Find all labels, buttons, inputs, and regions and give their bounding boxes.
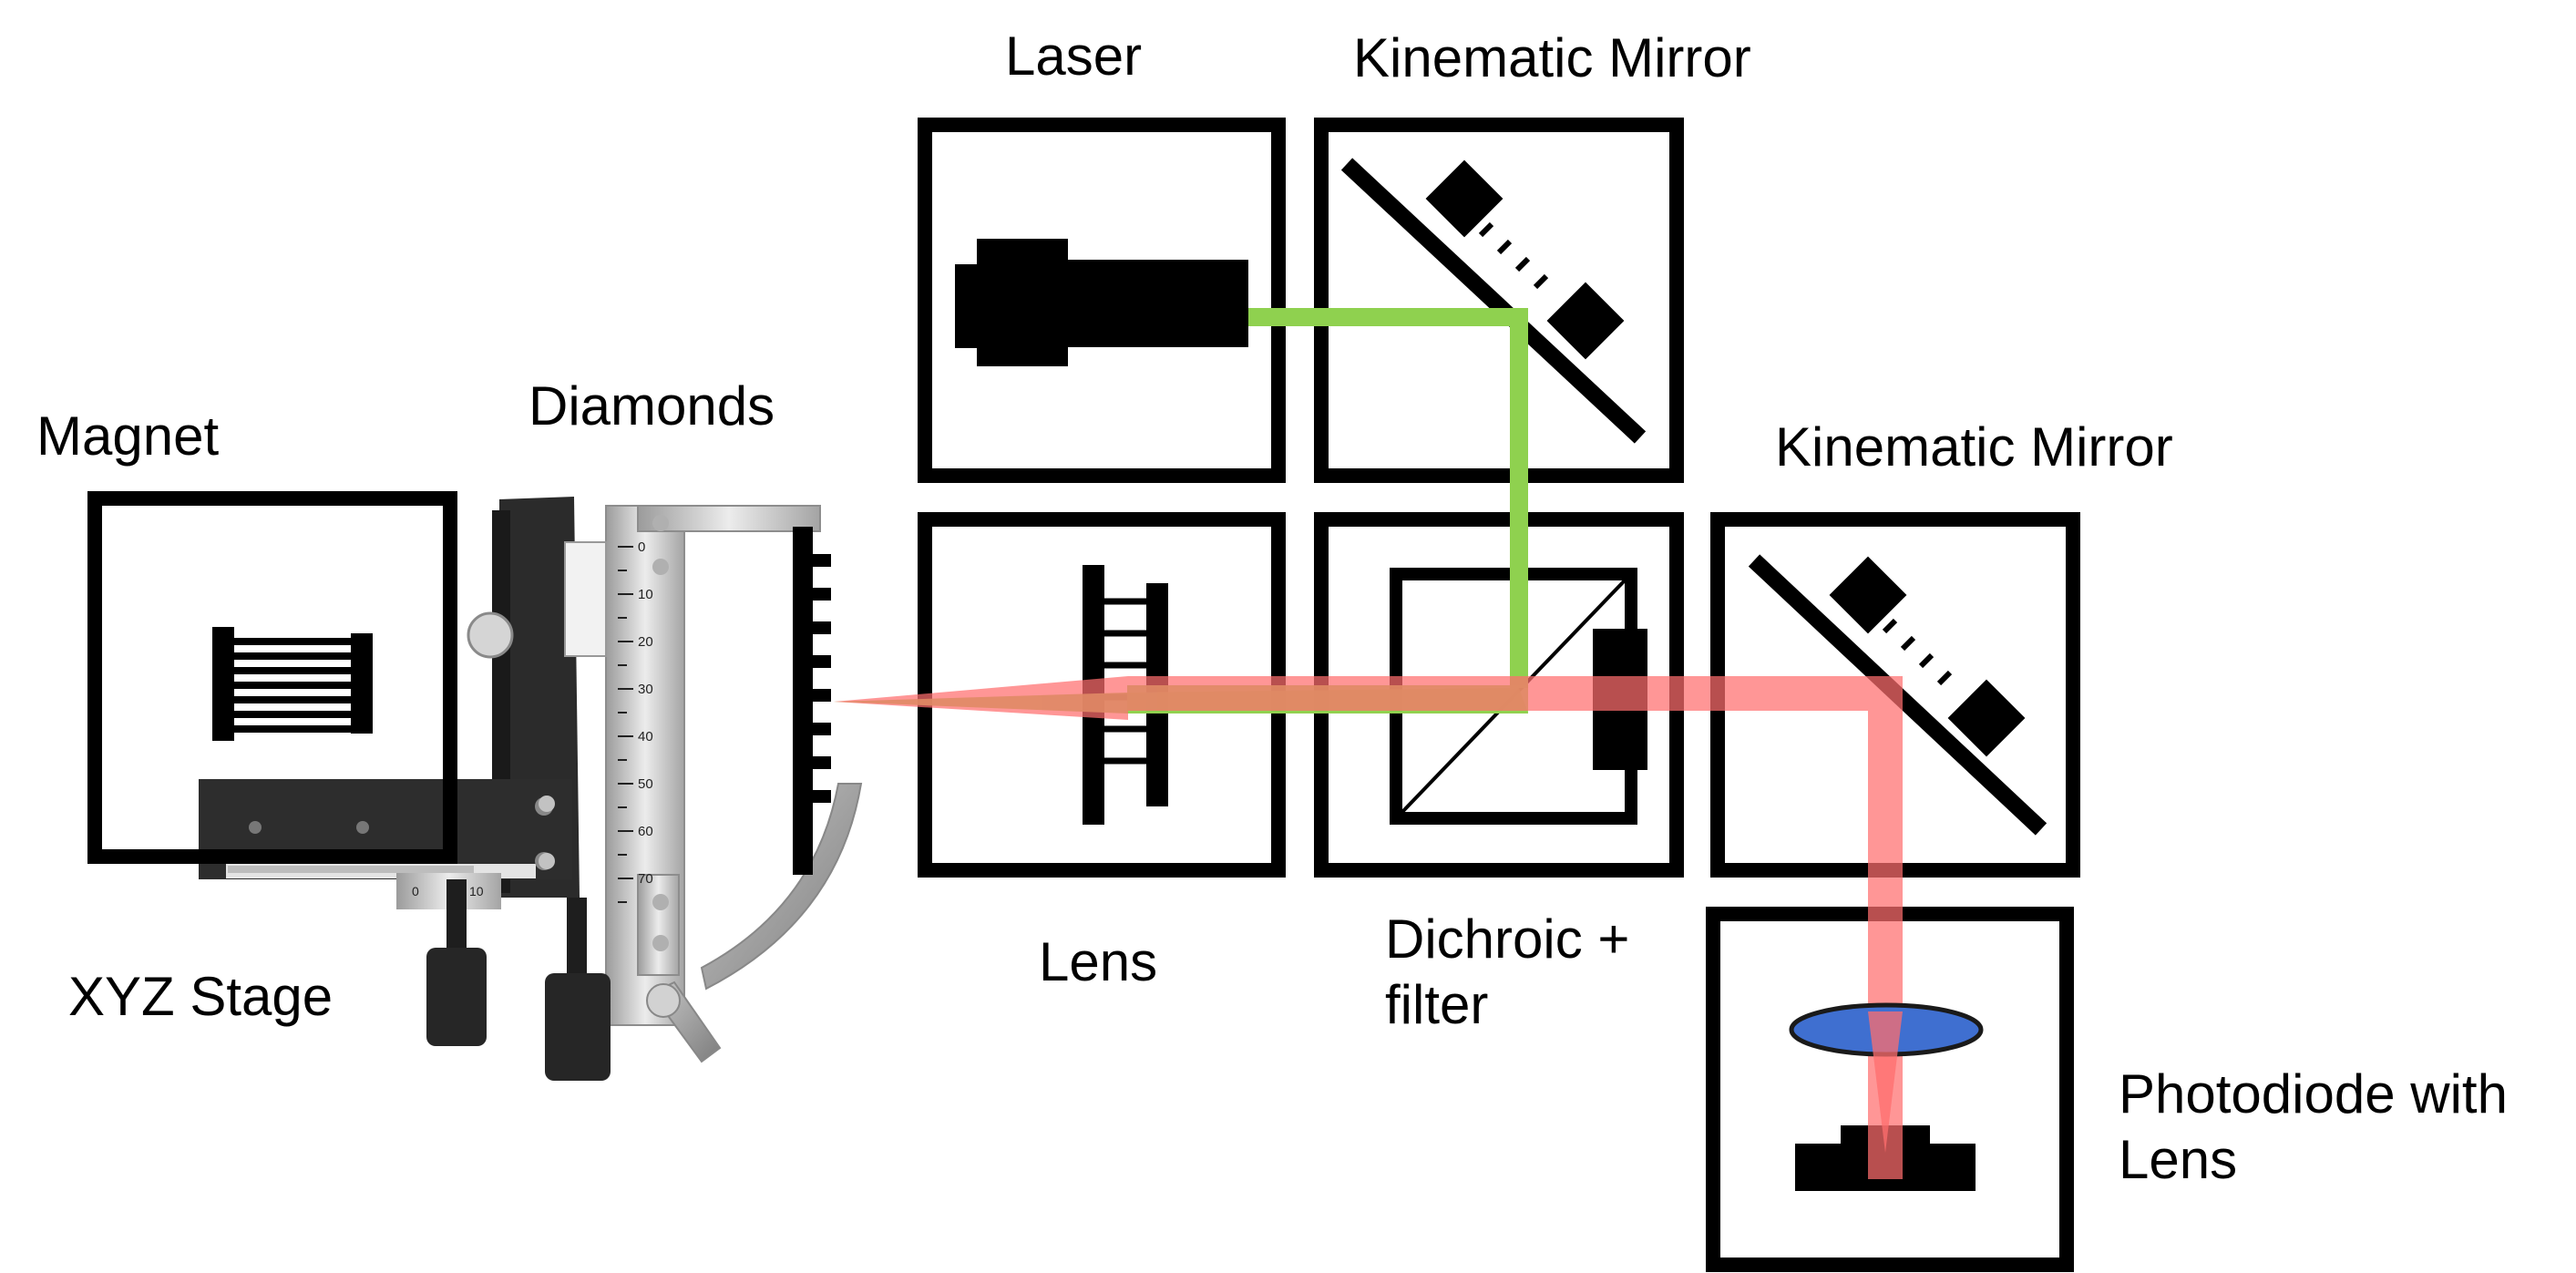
label-diamonds: Diamonds xyxy=(529,375,775,436)
label-photodiode-line2: Lens xyxy=(2119,1129,2238,1190)
stage-tick-30: 30 xyxy=(638,682,653,697)
diamond-holder xyxy=(793,527,831,875)
label-photodiode-with-lens: Photodiode with Lens xyxy=(2119,1062,2508,1193)
label-kinematic-mirror-top: Kinematic Mirror xyxy=(1353,27,1751,88)
magnet-coil-windings xyxy=(234,638,351,733)
kinematic-mirror-top-box xyxy=(1314,118,1684,483)
stage-tick-10: 10 xyxy=(638,587,653,602)
mirror-top-surface xyxy=(1340,158,1647,444)
stage-tick-20: 20 xyxy=(638,634,653,650)
label-laser: Laser xyxy=(1005,26,1143,87)
xyz-stage-illustration: 0 10 20 30 40 50 60 70 0 10 xyxy=(199,497,863,1081)
stage-vertical-scale: 0 10 20 30 40 50 60 70 xyxy=(638,539,653,887)
label-dichroic-line2: filter xyxy=(1385,974,1489,1035)
label-photodiode-line1: Photodiode with xyxy=(2119,1063,2508,1124)
stage-tick-0: 0 xyxy=(638,539,645,555)
label-dichroic-line1: Dichroic + xyxy=(1385,909,1630,970)
magnet-coil-left-plate xyxy=(212,627,234,741)
laser-box xyxy=(918,118,1286,483)
photodiode-lens xyxy=(1789,1002,1984,1153)
magnet-coil-right-plate xyxy=(351,633,373,734)
red-fluorescence-beam xyxy=(834,676,1903,1179)
stage-htick-0: 0 xyxy=(412,884,419,898)
stage-tick-40: 40 xyxy=(638,729,653,744)
stage-tick-60: 60 xyxy=(638,824,653,839)
stage-horizontal-scale: 0 10 xyxy=(412,884,484,898)
magnet-box xyxy=(87,491,457,864)
label-lens: Lens xyxy=(1039,931,1158,992)
label-magnet: Magnet xyxy=(36,406,220,467)
label-dichroic-filter: Dichroic + filter xyxy=(1385,907,1629,1038)
stage-tick-50: 50 xyxy=(638,776,653,792)
label-xyz-stage: XYZ Stage xyxy=(68,966,334,1027)
stage-tick-70: 70 xyxy=(638,871,653,887)
label-kinematic-mirror-right: Kinematic Mirror xyxy=(1775,416,2173,477)
stage-htick-10: 10 xyxy=(469,884,484,898)
